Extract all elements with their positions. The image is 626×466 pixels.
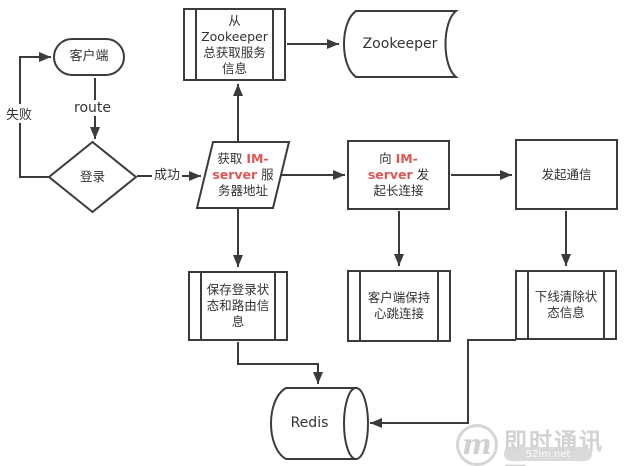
- node-client: 客户端: [53, 38, 125, 76]
- login-diamond-shape: [47, 140, 138, 214]
- node-get-server: 获取 IM-server 服务器地址: [210, 143, 276, 207]
- node-heartbeat-label: 客户端保持心跳连接: [367, 290, 431, 321]
- get-server-highlight: IM-server: [212, 151, 269, 182]
- watermark-site-url-text: 52im.net: [525, 448, 571, 460]
- node-zookeeper: Zookeeper: [350, 30, 450, 58]
- node-save-login-state-label: 保存登录状态和路由信息: [206, 282, 270, 329]
- long-connection-suffix: 发起长连接: [373, 167, 430, 198]
- node-heartbeat: 客户端保持心跳连接: [347, 270, 451, 342]
- node-save-login-state: 保存登录状态和路由信息: [188, 271, 288, 341]
- watermark-site-url: 52im.net: [504, 447, 592, 461]
- edge-label-success: 成功: [152, 164, 183, 183]
- node-long-connection: 向 IM-server 发起长连接: [347, 140, 450, 210]
- edge-label-fail: 失败: [4, 104, 35, 123]
- long-connection-text: 向: [379, 151, 396, 166]
- zookeeper-stored-data-shape: [343, 10, 459, 78]
- node-fetch-zookeeper-info: 从 Zookeeper 总获取服务信息: [183, 8, 286, 81]
- edge-label-route: route: [72, 100, 113, 116]
- get-server-parallelogram-shape: [195, 141, 291, 209]
- watermark-logo-letter: m: [462, 428, 492, 461]
- node-start-communication-label: 发起通信: [541, 166, 592, 182]
- node-zookeeper-label: Zookeeper: [362, 36, 438, 52]
- edge-offline-cleanup-to-redis: [370, 339, 516, 428]
- node-offline-cleanup: 下线清除状态信息: [515, 270, 617, 340]
- redis-cylinder-face-shape: [343, 387, 369, 460]
- node-long-connection-label: 向 IM-server 发起长连接: [365, 151, 432, 199]
- get-server-suffix: 服务器地址: [217, 167, 274, 198]
- redis-cylinder-body-shape: [270, 387, 357, 460]
- long-connection-highlight: IM-server: [367, 151, 418, 182]
- node-start-communication: 发起通信: [515, 139, 618, 210]
- node-fetch-zookeeper-info-label: 从 Zookeeper 总获取服务信息: [201, 12, 268, 76]
- node-offline-cleanup-label: 下线清除状态信息: [534, 289, 598, 320]
- edge-save-state-to-redis: [237, 342, 323, 384]
- node-get-server-label: 获取 IM-server 服务器地址: [210, 151, 276, 199]
- node-login: 登录: [60, 160, 125, 194]
- watermark-logo: m: [456, 424, 498, 466]
- node-client-label: 客户端: [69, 49, 109, 64]
- node-redis-label: Redis: [290, 415, 329, 431]
- get-server-text: 获取: [217, 151, 247, 166]
- node-redis: Redis: [272, 406, 347, 440]
- node-login-label: 登录: [79, 169, 105, 184]
